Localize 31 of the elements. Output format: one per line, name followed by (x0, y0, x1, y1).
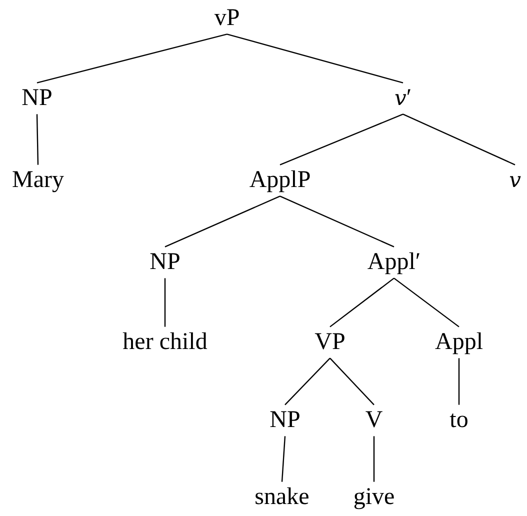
tree-node-label: give (353, 484, 395, 510)
tree-branch (394, 278, 460, 328)
tree-node-label: to (450, 406, 468, 434)
tree-node-label: snake (254, 484, 310, 510)
tree-node-label: Appl′ (367, 248, 421, 276)
tree-node-label: VP (314, 328, 346, 356)
tree-node-label: her child (122, 328, 208, 356)
tree-branch (280, 196, 394, 248)
tree-node-label: NP (22, 84, 52, 112)
tree-node-label: Appl (435, 328, 483, 356)
tree-node-label: Mary (12, 166, 64, 194)
tree-branch (330, 278, 394, 328)
tree-node-label: NP (270, 406, 300, 434)
tree-node-label: NP (150, 248, 180, 276)
tree-node-label: ApplP (249, 166, 311, 194)
tree-branch (458, 358, 460, 405)
tree-branch (226, 34, 404, 84)
tree-branch (284, 358, 330, 406)
tree-node-label: v′ (394, 84, 412, 112)
tree-branch (280, 114, 404, 166)
tree-branch (281, 436, 286, 482)
tree-node-label: v (509, 166, 521, 194)
tree-branch (402, 114, 516, 166)
tree-branch (330, 358, 374, 406)
tree-branch (36, 34, 228, 84)
tree-branch (164, 196, 280, 248)
tree-node-label: V (365, 406, 383, 434)
tree-branch (373, 436, 375, 482)
tree-node-label: vP (214, 4, 240, 32)
tree-branch (36, 114, 39, 165)
tree-branch (164, 278, 166, 327)
